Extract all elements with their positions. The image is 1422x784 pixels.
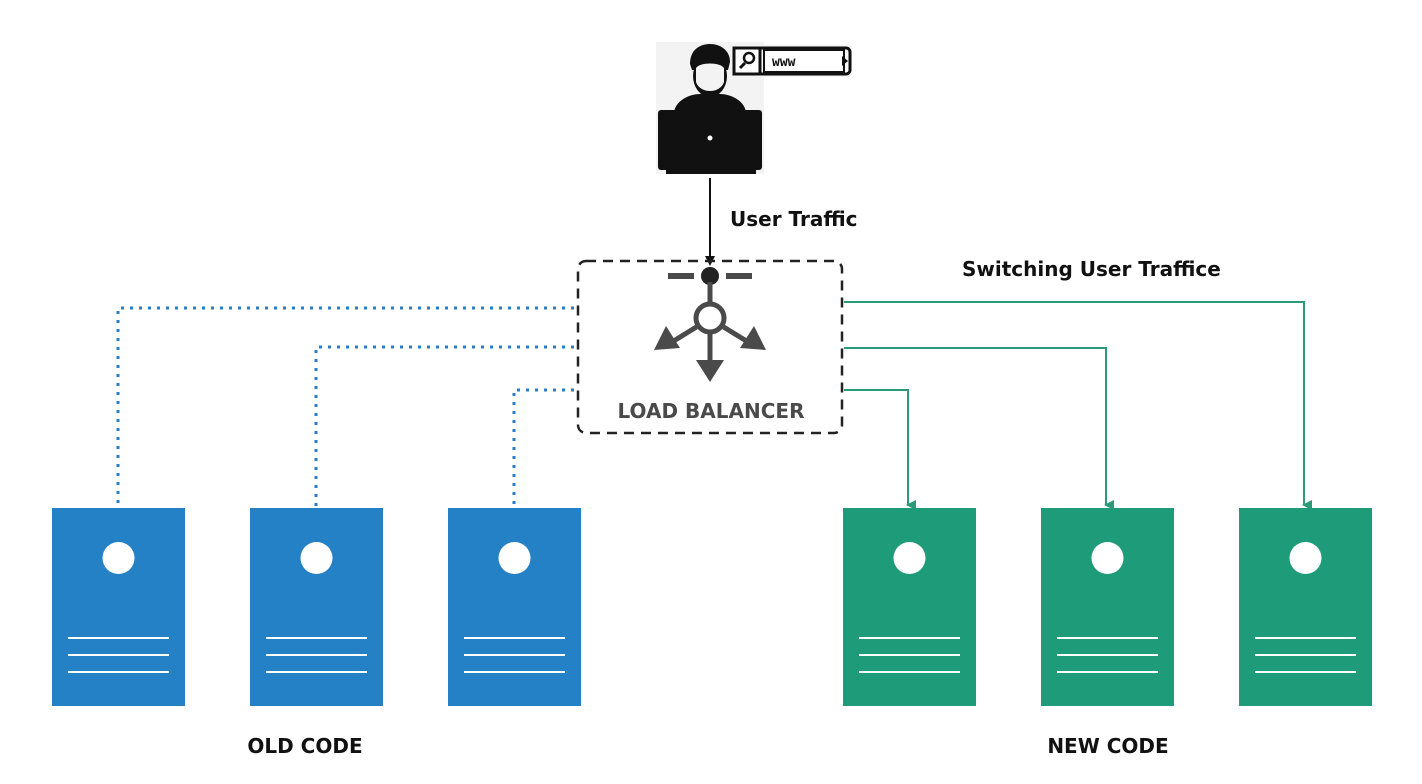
new-link-1 <box>844 389 916 510</box>
search-icon <box>732 46 762 76</box>
switching-traffic-label: Switching User Traffice <box>962 257 1221 281</box>
server-status-light <box>1091 542 1124 574</box>
address-text: www <box>772 55 796 70</box>
old-code-server-2 <box>250 508 383 706</box>
servers <box>52 508 1372 706</box>
old-code-server-1 <box>52 508 185 706</box>
new-code-server-3 <box>1239 508 1372 706</box>
new-code-server-1 <box>843 508 976 706</box>
old-link-2 <box>314 345 574 506</box>
server-body <box>1239 508 1372 706</box>
new-code-label: NEW CODE <box>1047 734 1168 758</box>
old-link-1 <box>116 306 574 506</box>
old-code-server-3 <box>448 508 581 706</box>
load-balancer-label: LOAD BALANCER <box>618 399 805 423</box>
old-link-3 <box>512 388 574 506</box>
new-code-server-2 <box>1041 508 1174 706</box>
server-status-light <box>893 542 926 574</box>
server-status-light <box>498 542 531 574</box>
server-status-light <box>1289 542 1322 574</box>
new-code-links <box>844 301 1312 510</box>
old-code-links <box>116 306 574 506</box>
new-link-2 <box>844 347 1114 510</box>
server-body <box>1041 508 1174 706</box>
load-balancer-icon <box>654 267 766 382</box>
user-traffic-label: User Traffic <box>730 207 858 231</box>
server-body <box>448 508 581 706</box>
server-body <box>250 508 383 706</box>
load-balancer-box <box>576 259 844 435</box>
old-code-label: OLD CODE <box>247 734 362 758</box>
server-status-light <box>300 542 333 574</box>
browser-address-bar: www <box>732 45 852 77</box>
new-link-3 <box>844 301 1312 510</box>
server-status-light <box>102 542 135 574</box>
server-body <box>843 508 976 706</box>
server-body <box>52 508 185 706</box>
